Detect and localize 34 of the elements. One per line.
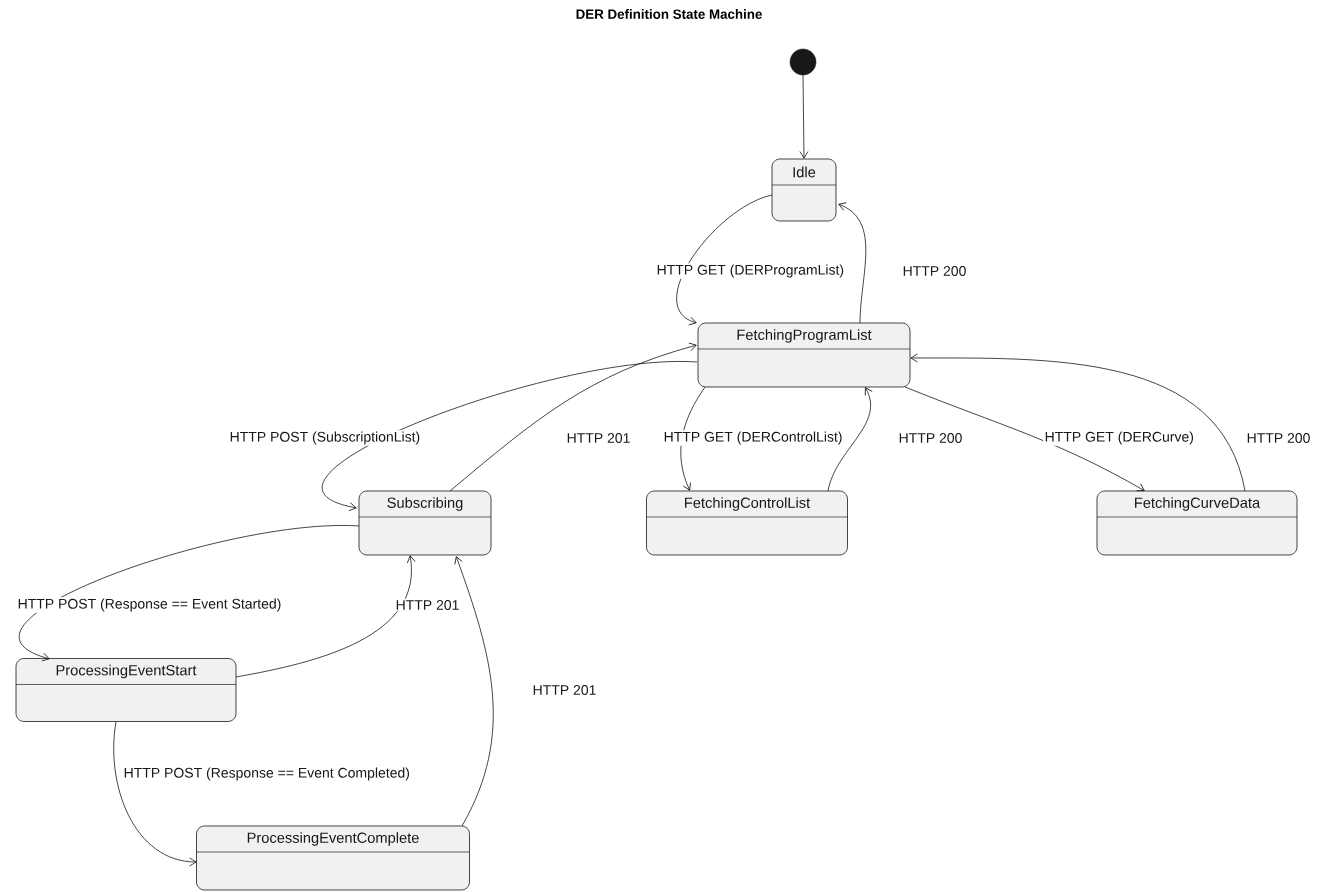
arrow <box>910 353 1246 492</box>
arrow <box>838 202 867 324</box>
arrow <box>799 74 809 159</box>
edge-label: HTTP 200 <box>901 264 968 278</box>
edge-label: HTTP 201 <box>531 683 598 697</box>
edge-label: HTTP GET (DERCurve) <box>1043 430 1196 446</box>
state-box: FetchingProgramList <box>697 322 911 388</box>
state-box: ProcessingEventStart <box>15 658 237 722</box>
edge-label: HTTP POST (Response == Event Completed) <box>122 766 412 782</box>
state-box: Idle <box>771 158 837 222</box>
arrow <box>680 386 706 491</box>
edge-label: HTTP 200 <box>1245 431 1312 445</box>
edge-label: HTTP 201 <box>565 431 632 445</box>
arrow <box>18 525 360 662</box>
arrow <box>676 194 773 326</box>
edge-label: HTTP GET (DERControlList) <box>662 430 844 446</box>
arrow <box>235 555 416 678</box>
arrow <box>904 386 1145 492</box>
edge-label: HTTP GET (DERProgramList) <box>655 263 846 279</box>
title: DER Definition State Machine <box>576 9 762 19</box>
initial-state-dot <box>789 48 817 76</box>
state-box: ProcessingEventComplete <box>196 825 470 891</box>
arrow <box>827 387 873 492</box>
edge-label: HTTP 201 <box>394 598 461 612</box>
state-box: FetchingControlList <box>646 490 848 556</box>
edge-label: HTTP 200 <box>897 431 964 445</box>
edge-label: HTTP POST (Response == Event Started) <box>16 597 283 613</box>
arrow <box>321 361 698 512</box>
arrow <box>449 342 697 492</box>
state-box: Subscribing <box>358 490 492 556</box>
edge-label: HTTP POST (SubscriptionList) <box>228 430 422 446</box>
state-box: FetchingCurveData <box>1096 490 1298 556</box>
arrow <box>454 556 494 827</box>
arrow <box>113 721 197 867</box>
